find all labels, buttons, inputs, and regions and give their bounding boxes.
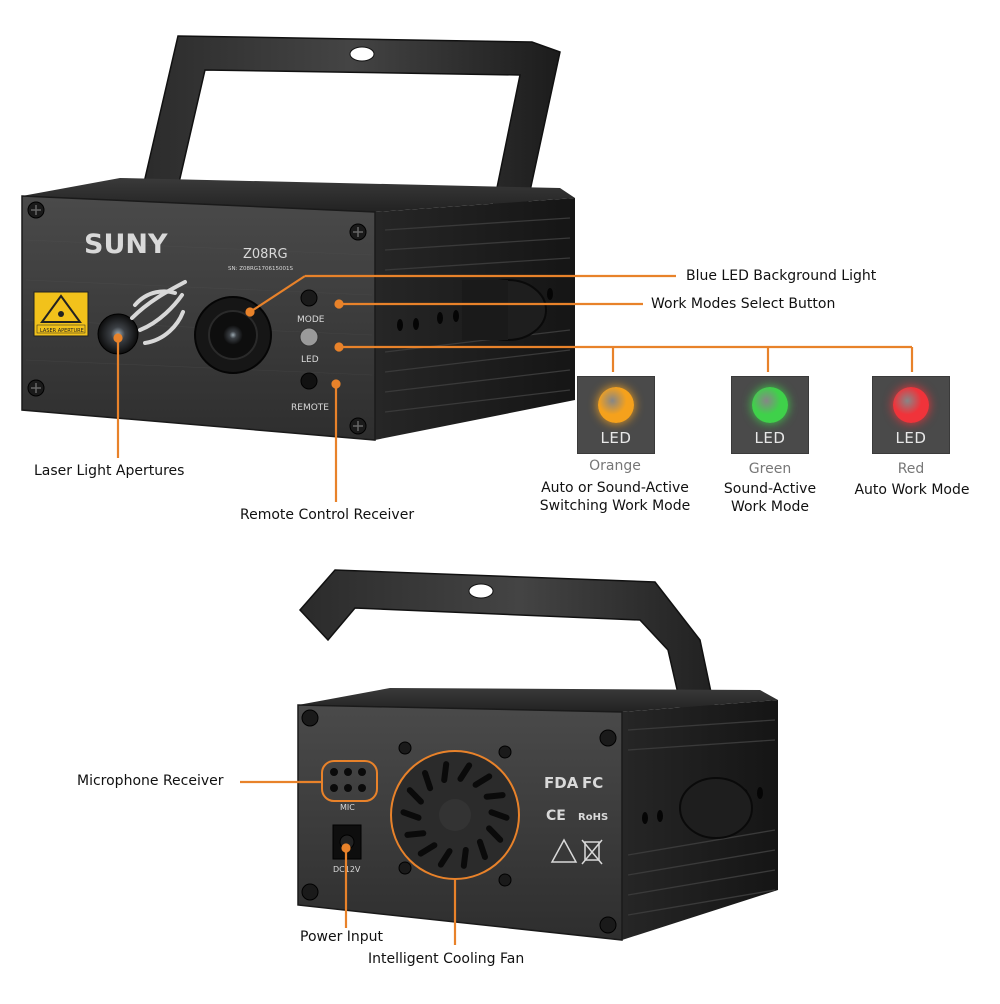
serial-label: SN: Z08RG170615001S (228, 266, 294, 272)
laser-warning-label: LASER APERTURE (40, 328, 84, 334)
led-desc-green-1: Sound-Active (723, 481, 817, 497)
fan-slot (486, 825, 504, 843)
led-dot-green (752, 387, 788, 423)
callout-blue-led: Blue LED Background Light (686, 268, 877, 284)
fan-slot (400, 809, 422, 821)
callout-work-modes: Work Modes Select Button (651, 296, 836, 312)
led-swatch-green: LED (731, 376, 809, 454)
fan-slot (460, 846, 469, 869)
remote-label: REMOTE (291, 403, 329, 413)
flame-icon (130, 280, 187, 345)
fan-slot (441, 761, 450, 784)
remote-sensor (300, 372, 318, 390)
callout-remote-receiver: Remote Control Receiver (240, 507, 415, 523)
fc-mark: FC (582, 774, 603, 792)
led-dot-red (893, 387, 929, 423)
fan-slot (488, 809, 510, 821)
fda-mark: FDA (544, 774, 579, 792)
led-swatch-red: LED (872, 376, 950, 454)
mode-button[interactable] (300, 289, 318, 307)
led-swatch-label: LED (895, 429, 927, 447)
warning-triangle-icon (550, 838, 578, 863)
callout-cooling-fan: Intelligent Cooling Fan (368, 951, 525, 967)
microphone-holes (330, 768, 366, 792)
led-color-green: Green (748, 461, 792, 477)
fan-slot (417, 842, 438, 857)
front-callout-lines (113, 274, 914, 502)
fan-slot (476, 838, 488, 860)
fan-slot (406, 787, 424, 805)
led-dot-orange (598, 387, 634, 423)
fan-slot (422, 770, 434, 792)
front-unit: SUNY Z08RG SN: Z08RG170615001S LASER APE… (21, 35, 914, 502)
fan-slot (472, 773, 493, 788)
mic-label: MIC (340, 803, 355, 812)
led-label: LED (301, 355, 319, 365)
callout-power-input: Power Input (300, 929, 384, 945)
brand-logo: SUNY (84, 229, 168, 260)
led-desc-red-1: Auto Work Mode (854, 482, 970, 498)
callout-laser-apertures: Laser Light Apertures (34, 463, 185, 479)
led-desc-green-2: Work Mode (730, 499, 810, 515)
rear-unit: MIC DC12V FDA FC CE RoHS (240, 569, 778, 945)
led-indicator (299, 327, 319, 347)
fan-slot (483, 792, 506, 800)
model-label: Z08RG (243, 247, 288, 262)
mode-label: MODE (297, 315, 325, 325)
led-color-red: Red (897, 461, 925, 477)
fan-slot (404, 830, 427, 838)
fan-slot (457, 762, 473, 782)
callout-microphone: Microphone Receiver (77, 773, 224, 789)
led-swatch-orange: LED (577, 376, 655, 454)
led-color-orange: Orange (589, 458, 641, 474)
ce-mark: CE (546, 808, 566, 824)
led-desc-orange-1: Auto or Sound-Active (541, 480, 689, 496)
weee-bin-icon (581, 839, 603, 865)
rohs-mark: RoHS (578, 812, 608, 823)
led-swatch-label: LED (600, 429, 632, 447)
laser-warning-icon (33, 291, 89, 337)
blue-led-lens (223, 325, 243, 345)
led-swatch-label: LED (754, 429, 786, 447)
led-desc-orange-2: Switching Work Mode (539, 498, 691, 514)
fan-slot (437, 848, 453, 868)
rear-callout-lines (240, 780, 457, 945)
